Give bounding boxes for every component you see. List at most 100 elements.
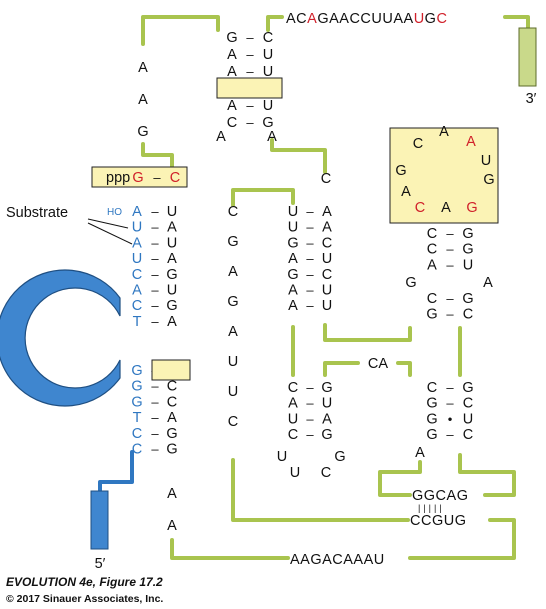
mid-stem-bond: – bbox=[306, 235, 314, 250]
backbone-lines bbox=[98, 15, 530, 560]
right-stem-base-left: G bbox=[426, 307, 437, 323]
ribozyme-base: A bbox=[167, 251, 177, 267]
top-stem-base-right: C bbox=[263, 30, 273, 46]
lower-helix-bond: – bbox=[151, 410, 159, 425]
mid-stem-base-left: A bbox=[288, 298, 298, 314]
left-strand-base: A bbox=[138, 60, 148, 76]
label-3prime: 3′ bbox=[526, 91, 537, 107]
middle-column-base: U bbox=[228, 384, 238, 400]
right-stem-base-right: U bbox=[463, 257, 473, 273]
lower-mid-base-right: U bbox=[322, 396, 332, 412]
lower-mid-loop-base: U bbox=[277, 449, 287, 465]
substrate-arc-shape bbox=[0, 269, 121, 407]
substrate-bond: – bbox=[151, 267, 159, 282]
lower-mid-loop-base: U bbox=[290, 465, 300, 481]
left-strand-base: A bbox=[138, 92, 148, 108]
right-lower-stem: C–GG–CG•UG–C bbox=[426, 380, 473, 443]
right-lower-base-left: C bbox=[427, 380, 437, 396]
lower-left-helix: G–CG–CG–CT–AC–GC–GAA bbox=[131, 363, 177, 534]
right-stem-base-right: C bbox=[463, 307, 473, 323]
ca-label: CA bbox=[368, 356, 388, 372]
strand-3prime-segment: U bbox=[414, 11, 425, 27]
right-stem-bond: – bbox=[446, 291, 454, 306]
top-stem-bond: – bbox=[246, 115, 254, 130]
right-stem-base-left: C bbox=[427, 291, 437, 307]
middle-column-base: G bbox=[227, 294, 238, 310]
substrate-bond: – bbox=[151, 251, 159, 266]
substrate-base: G bbox=[131, 363, 142, 379]
mid-stem-base-left: U bbox=[288, 204, 298, 220]
top-stem-base-left: A bbox=[227, 64, 237, 80]
mid-stem-bond: – bbox=[306, 298, 314, 313]
substrate-bond: – bbox=[151, 220, 159, 235]
ppp-pair-dash: – bbox=[153, 170, 161, 185]
right-lower-bond: • bbox=[448, 411, 453, 426]
substrate-bond: – bbox=[151, 235, 159, 250]
substrate-helix: A–UU–AA–UU–AC–GA–UC–GT–A bbox=[132, 204, 178, 330]
middle-column-base: A bbox=[228, 324, 238, 340]
right-lower-base-left: G bbox=[426, 427, 437, 443]
right-stem-base-right: G bbox=[462, 226, 473, 242]
lower-single-base: A bbox=[167, 518, 177, 534]
mid-stem-base-right: U bbox=[322, 251, 332, 267]
right-stem-base-left: C bbox=[427, 226, 437, 242]
substrate-pointer-line bbox=[87, 222, 133, 245]
middle-column-base: C bbox=[228, 414, 238, 430]
ribozyme-base: G bbox=[166, 298, 177, 314]
right-loop-base: C bbox=[413, 136, 423, 152]
right-stem-bond: – bbox=[446, 242, 454, 257]
lower-mid-base-left: C bbox=[288, 380, 298, 396]
ppp-pair-left: G bbox=[132, 170, 143, 186]
right-loop-base: G bbox=[395, 163, 406, 179]
lower-mid-base-left: U bbox=[288, 411, 298, 427]
mid-stem-bond: – bbox=[306, 267, 314, 282]
middle-column-base: A bbox=[228, 264, 238, 280]
mid-top-single: C bbox=[321, 171, 331, 187]
top-stem-bond: – bbox=[246, 30, 254, 45]
ribozyme-base: G bbox=[166, 426, 177, 442]
right-loop-base: C bbox=[415, 200, 425, 216]
mid-stem-base-right: U bbox=[322, 283, 332, 299]
strand-3prime-segment: G bbox=[425, 11, 437, 27]
mid-stem-bond: – bbox=[306, 251, 314, 266]
substrate-base: G bbox=[131, 379, 142, 395]
top-stem-base-right: U bbox=[263, 47, 273, 63]
lower-mid-bond: – bbox=[306, 427, 314, 442]
substrate-bond: – bbox=[151, 204, 159, 219]
right-lower-base-left: G bbox=[426, 411, 437, 427]
mid-stem-base-left: A bbox=[288, 251, 298, 267]
right-lower-bond: – bbox=[446, 427, 454, 442]
ppp-pair-right: C bbox=[170, 170, 180, 186]
ribozyme-base: G bbox=[166, 267, 177, 283]
mid-stem-bond: – bbox=[306, 204, 314, 219]
strand-3prime-segment: AC bbox=[286, 11, 307, 27]
substrate-pointer-line-2 bbox=[87, 218, 129, 229]
right-lower-base-right: U bbox=[463, 411, 473, 427]
right-loop-base: G bbox=[483, 172, 494, 188]
right-stem-base-left: A bbox=[427, 257, 437, 273]
right-lower-bond: – bbox=[446, 396, 454, 411]
mid-stem-base-left: G bbox=[287, 235, 298, 251]
mid-stem-base-left: G bbox=[287, 267, 298, 283]
ppp-label: ppp bbox=[106, 170, 130, 186]
top-stem-base-left: A bbox=[227, 98, 237, 114]
ribozyme-base: C bbox=[167, 379, 177, 395]
bottom-sequence: AAGACAAAU bbox=[290, 552, 385, 568]
right-lower-bond: – bbox=[446, 380, 454, 395]
lower-single-base: A bbox=[167, 486, 177, 502]
substrate-base: G bbox=[131, 394, 142, 410]
mid-stem-base-right: U bbox=[322, 298, 332, 314]
top-stem-highlight-box bbox=[216, 77, 283, 99]
mid-stem-bond: – bbox=[306, 283, 314, 298]
label-5prime: 5′ bbox=[95, 556, 106, 572]
right-stem-bond: – bbox=[446, 226, 454, 241]
top-stem-bond: – bbox=[246, 98, 254, 113]
middle-column-base: G bbox=[227, 234, 238, 250]
substrate-base: C bbox=[132, 442, 142, 458]
strand-3prime-end-bar bbox=[518, 27, 537, 87]
top-stem-unpaired-base: A bbox=[267, 129, 277, 145]
